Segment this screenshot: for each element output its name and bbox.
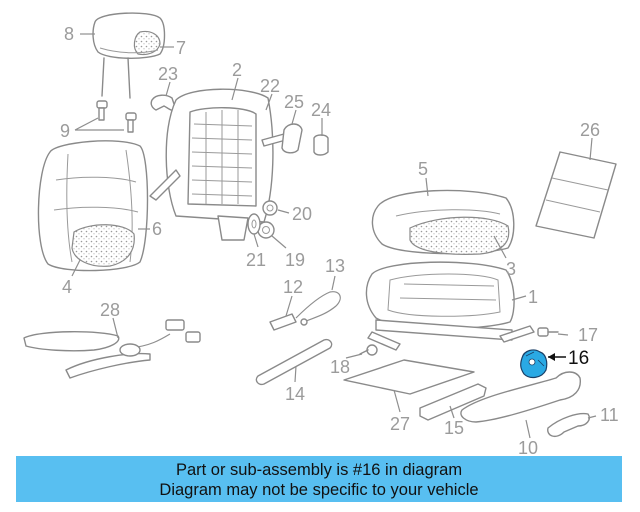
seat-cushion xyxy=(371,189,515,255)
side-cover-harness xyxy=(23,319,201,379)
rear-panel xyxy=(535,151,617,239)
callout-14: 14 xyxy=(285,384,305,404)
callout-10: 10 xyxy=(518,438,538,456)
headrest xyxy=(92,12,166,99)
callout-24: 24 xyxy=(311,100,331,120)
seat-back-cover xyxy=(37,140,149,272)
seat-exploded-diagram: 1 2 3 4 5 6 7 8 9 10 11 12 13 14 15 16 1… xyxy=(23,12,619,456)
callout-16: 16 xyxy=(568,348,589,369)
seat-frame xyxy=(365,261,535,351)
side-shield xyxy=(460,371,581,423)
callout-25: 25 xyxy=(284,92,304,112)
washer-20 xyxy=(262,200,278,216)
callout-28: 28 xyxy=(100,300,120,320)
callout-22: 22 xyxy=(260,76,280,96)
seat-back-frame xyxy=(149,88,287,241)
callout-23: 23 xyxy=(158,64,178,84)
callout-labels: 1 2 3 4 5 6 7 8 9 10 11 12 13 14 15 16 1… xyxy=(60,24,619,456)
callout-18: 18 xyxy=(330,357,350,377)
trim-clip xyxy=(150,94,177,112)
callout-12: 12 xyxy=(283,277,303,297)
callout-1: 1 xyxy=(528,287,538,307)
lever xyxy=(547,412,590,438)
bolt-17 xyxy=(537,327,559,337)
cover-cap xyxy=(313,134,329,156)
washer-21 xyxy=(247,213,261,235)
callout-20: 20 xyxy=(292,204,312,224)
callout-8: 8 xyxy=(64,24,74,44)
caption-line-1: Part or sub-assembly is #16 in diagram xyxy=(175,461,463,479)
callout-15: 15 xyxy=(444,418,464,438)
highlighted-part-16 xyxy=(520,349,548,379)
pin-18 xyxy=(359,344,378,356)
callout-27: 27 xyxy=(390,414,410,434)
callout-13: 13 xyxy=(325,256,345,276)
callout-6: 6 xyxy=(152,219,162,239)
caption-line-2: Diagram may not be specific to your vehi… xyxy=(159,481,479,499)
callout-21: 21 xyxy=(246,250,266,270)
callout-5: 5 xyxy=(418,159,428,179)
side-rail xyxy=(419,383,487,421)
info-banner: Part or sub-assembly is #16 in diagram D… xyxy=(16,456,622,502)
callout-3: 3 xyxy=(506,259,516,279)
callout-17: 17 xyxy=(578,325,598,345)
recliner-handle xyxy=(281,123,303,154)
headrest-guides xyxy=(74,100,137,133)
rail-cover xyxy=(255,338,333,386)
under-panel xyxy=(343,359,475,395)
cable-assembly xyxy=(269,291,341,331)
callout-9: 9 xyxy=(60,121,70,141)
callout-4: 4 xyxy=(62,277,72,297)
callout-7: 7 xyxy=(176,38,186,58)
callout-26: 26 xyxy=(580,120,600,140)
callout-2: 2 xyxy=(232,60,242,80)
leader-lines xyxy=(71,33,597,439)
callout-19: 19 xyxy=(285,250,305,270)
callout-11: 11 xyxy=(600,405,619,425)
